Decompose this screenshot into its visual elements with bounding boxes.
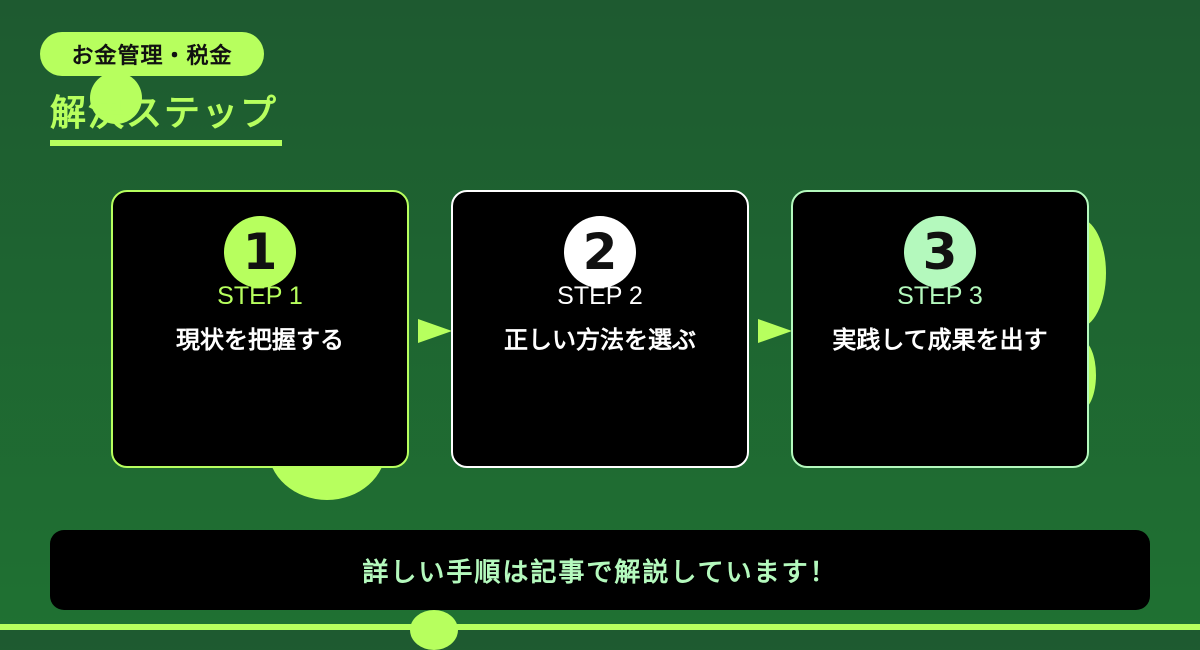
- step-number-badge: 2: [564, 216, 636, 288]
- page-title: 解決ステップ: [50, 93, 279, 134]
- step-card-1: 1 STEP 1 現状を把握する: [111, 190, 409, 468]
- bottom-accent-bar: [0, 624, 1200, 630]
- footer-banner: 詳しい手順は記事で解説しています！: [50, 530, 1150, 610]
- step-number-badge: 3: [904, 216, 976, 288]
- step-description: 現状を把握する: [176, 326, 344, 354]
- decorative-blob: [410, 610, 458, 650]
- step-label: STEP 3: [897, 282, 983, 310]
- step-card-3: 3 STEP 3 実践して成果を出す: [791, 190, 1089, 468]
- footer-text: 詳しい手順は記事で解説しています！: [362, 557, 838, 588]
- decorative-blob: [90, 72, 142, 124]
- title-underline: [50, 140, 282, 146]
- step-number-badge: 1: [224, 216, 296, 288]
- step-card-2: 2 STEP 2 正しい方法を選ぶ: [451, 190, 749, 468]
- step-description: 実践して成果を出す: [832, 326, 1048, 354]
- step-label: STEP 2: [557, 282, 643, 310]
- step-description: 正しい方法を選ぶ: [504, 326, 696, 354]
- category-badge: お金管理・税金: [40, 32, 264, 76]
- arrow-right-icon: [758, 319, 792, 343]
- step-label: STEP 1: [217, 282, 303, 310]
- arrow-right-icon: [418, 319, 452, 343]
